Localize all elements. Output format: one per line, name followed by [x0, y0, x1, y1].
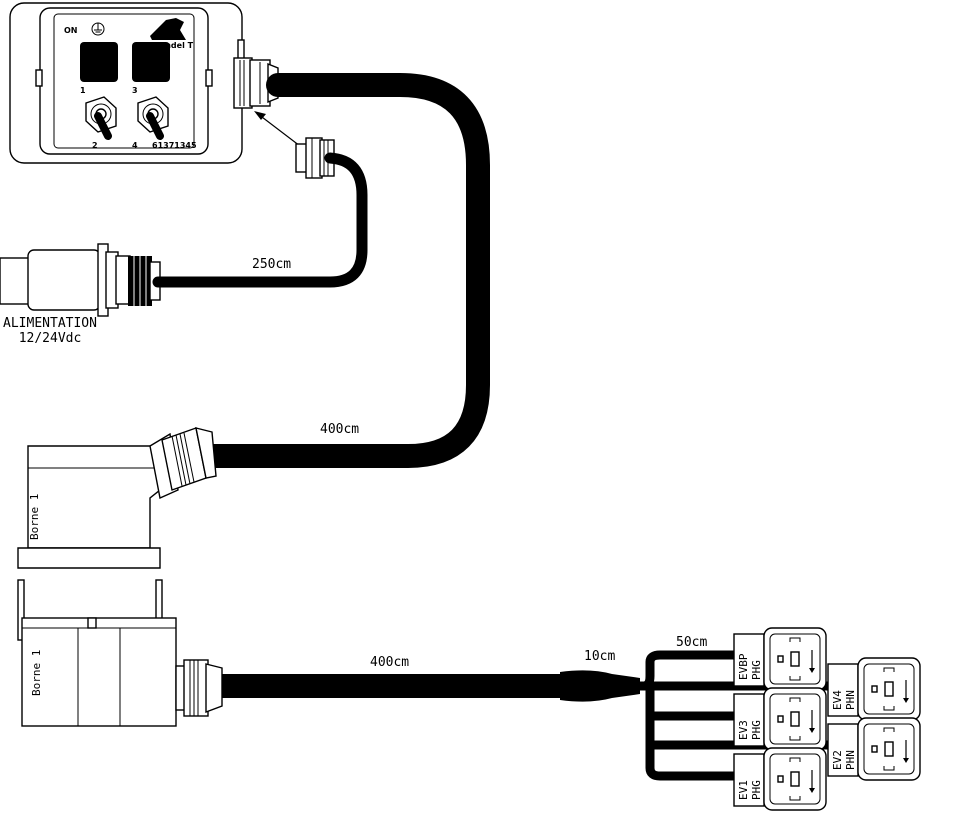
switch-label-4: 4 [132, 141, 138, 150]
bottom-borne-gland [183, 659, 223, 717]
split-length: 10cm [584, 649, 615, 664]
on-label: ON [64, 26, 78, 35]
ground-symbol-icon [91, 22, 105, 36]
valve-name-ev4: EV4 [831, 690, 844, 710]
top-borne-connector [17, 427, 217, 569]
cable-splitter [560, 670, 640, 702]
valve-name-ev3: EV3 [737, 720, 750, 740]
power-label-line2: 12/24Vdc [19, 331, 82, 346]
valve-type-ev1: PHG [750, 780, 763, 800]
valve-pin-ev3 [790, 711, 800, 727]
valve-name-evbp: EVBP [737, 653, 750, 680]
connection-arrow-icon [254, 111, 301, 147]
valve-type-ev2: PHN [844, 750, 857, 770]
valve-pin-evbp [790, 651, 800, 667]
bottom-borne-label: Borne 1 [30, 650, 43, 696]
valve-pin-ev4 [884, 681, 894, 697]
valve-type-ev3: PHG [750, 720, 763, 740]
power-label-line1: ALIMENTATION [3, 316, 97, 331]
toggle-switch-left[interactable] [85, 96, 117, 140]
branch-length: 50cm [676, 635, 707, 650]
power-cable-plug [295, 137, 335, 179]
valve-type-evbp: PHG [750, 660, 763, 680]
brand-logo: Spindel T [150, 18, 194, 50]
valve-name-ev2: EV2 [831, 750, 844, 770]
toggle-switch-right[interactable] [137, 96, 169, 140]
valve-pin-ev2 [884, 741, 894, 757]
switch-label-2: 2 [92, 141, 98, 150]
valve-type-ev4: PHN [844, 690, 857, 710]
power-cable [152, 152, 368, 288]
top-borne-gland [161, 427, 217, 491]
power-cable-length: 250cm [252, 257, 291, 272]
top-borne-label: Borne 1 [28, 494, 41, 540]
brand-text: Spindel T [151, 41, 194, 50]
control-box: ON Spindel T 1 3 2 4 [9, 2, 245, 164]
switch-label-1: 1 [80, 86, 86, 95]
valve-pin-ev1 [790, 771, 800, 787]
lower-cable-length: 400cm [370, 655, 409, 670]
switch-label-3: 3 [132, 86, 138, 95]
valve-name-ev1: EV1 [737, 780, 750, 800]
power-supply-connector [0, 243, 161, 317]
upper-cable-length: 400cm [320, 422, 359, 437]
indicator-1 [80, 42, 118, 82]
part-number: 61371345 [152, 141, 197, 150]
bottom-borne-connector [17, 579, 223, 727]
indicator-3 [132, 42, 170, 82]
upper-cable [194, 73, 490, 468]
